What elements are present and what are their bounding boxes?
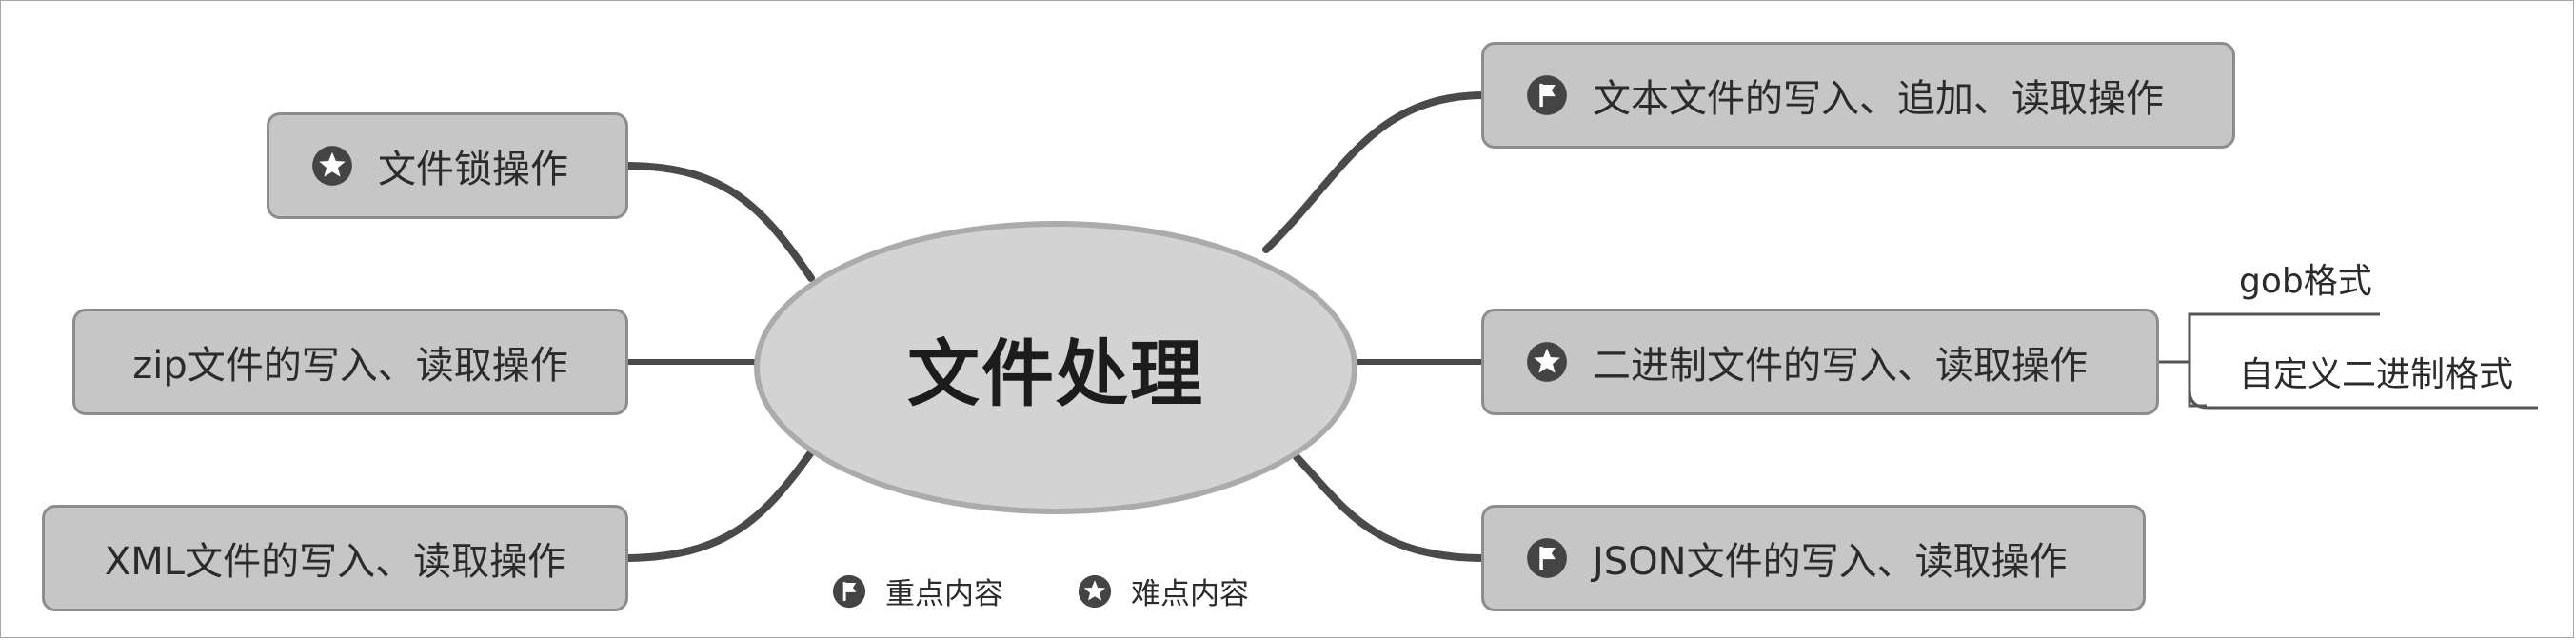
legend-key-point: 重点内容	[832, 570, 1003, 612]
star-icon	[1527, 342, 1567, 382]
branch-label: zip文件的写入、读取操作	[132, 344, 568, 388]
branch-zip[interactable]: zip文件的写入、读取操作	[72, 309, 628, 415]
subtopic-label: 自定义二进制格式	[2239, 355, 2514, 394]
legend-label: 重点内容	[885, 577, 1003, 611]
branch-label: 文件锁操作	[378, 148, 568, 191]
subtopic-label: gob格式	[2239, 262, 2372, 301]
branch-label: XML文件的写入、读取操作	[104, 540, 566, 584]
central-topic-label: 文件处理	[907, 331, 1204, 416]
flag-icon	[832, 574, 866, 608]
connector-json	[1293, 453, 1489, 562]
subtopic-gob[interactable]: gob格式	[2239, 253, 2372, 303]
branch-binary[interactable]: 二进制文件的写入、读取操作	[1481, 309, 2159, 415]
flag-icon	[1527, 75, 1567, 115]
branch-label: 文本文件的写入、追加、读取操作	[1593, 77, 2164, 121]
flag-icon	[1527, 538, 1567, 578]
connector-file-lock	[624, 162, 815, 282]
star-icon	[1078, 574, 1112, 608]
branch-label: JSON文件的写入、读取操作	[1593, 540, 2068, 584]
connector-xml	[624, 449, 815, 562]
branch-file-lock[interactable]: 文件锁操作	[267, 112, 628, 219]
star-icon	[312, 146, 352, 186]
branch-text-file[interactable]: 文本文件的写入、追加、读取操作	[1481, 42, 2235, 149]
branch-label: 二进制文件的写入、读取操作	[1593, 344, 2088, 388]
legend-label: 难点内容	[1131, 577, 1249, 611]
subtopic-custom-binary[interactable]: 自定义二进制格式	[2239, 347, 2513, 396]
subtopic-underline-custom	[2188, 390, 2538, 410]
legend-difficult-point: 难点内容	[1078, 570, 1249, 612]
connector-subtopics	[2159, 312, 2207, 408]
connector-text-file	[1262, 91, 1489, 253]
central-topic: 文件处理	[754, 221, 1357, 514]
branch-xml[interactable]: XML文件的写入、读取操作	[42, 505, 628, 611]
branch-json[interactable]: JSON文件的写入、读取操作	[1481, 505, 2146, 611]
